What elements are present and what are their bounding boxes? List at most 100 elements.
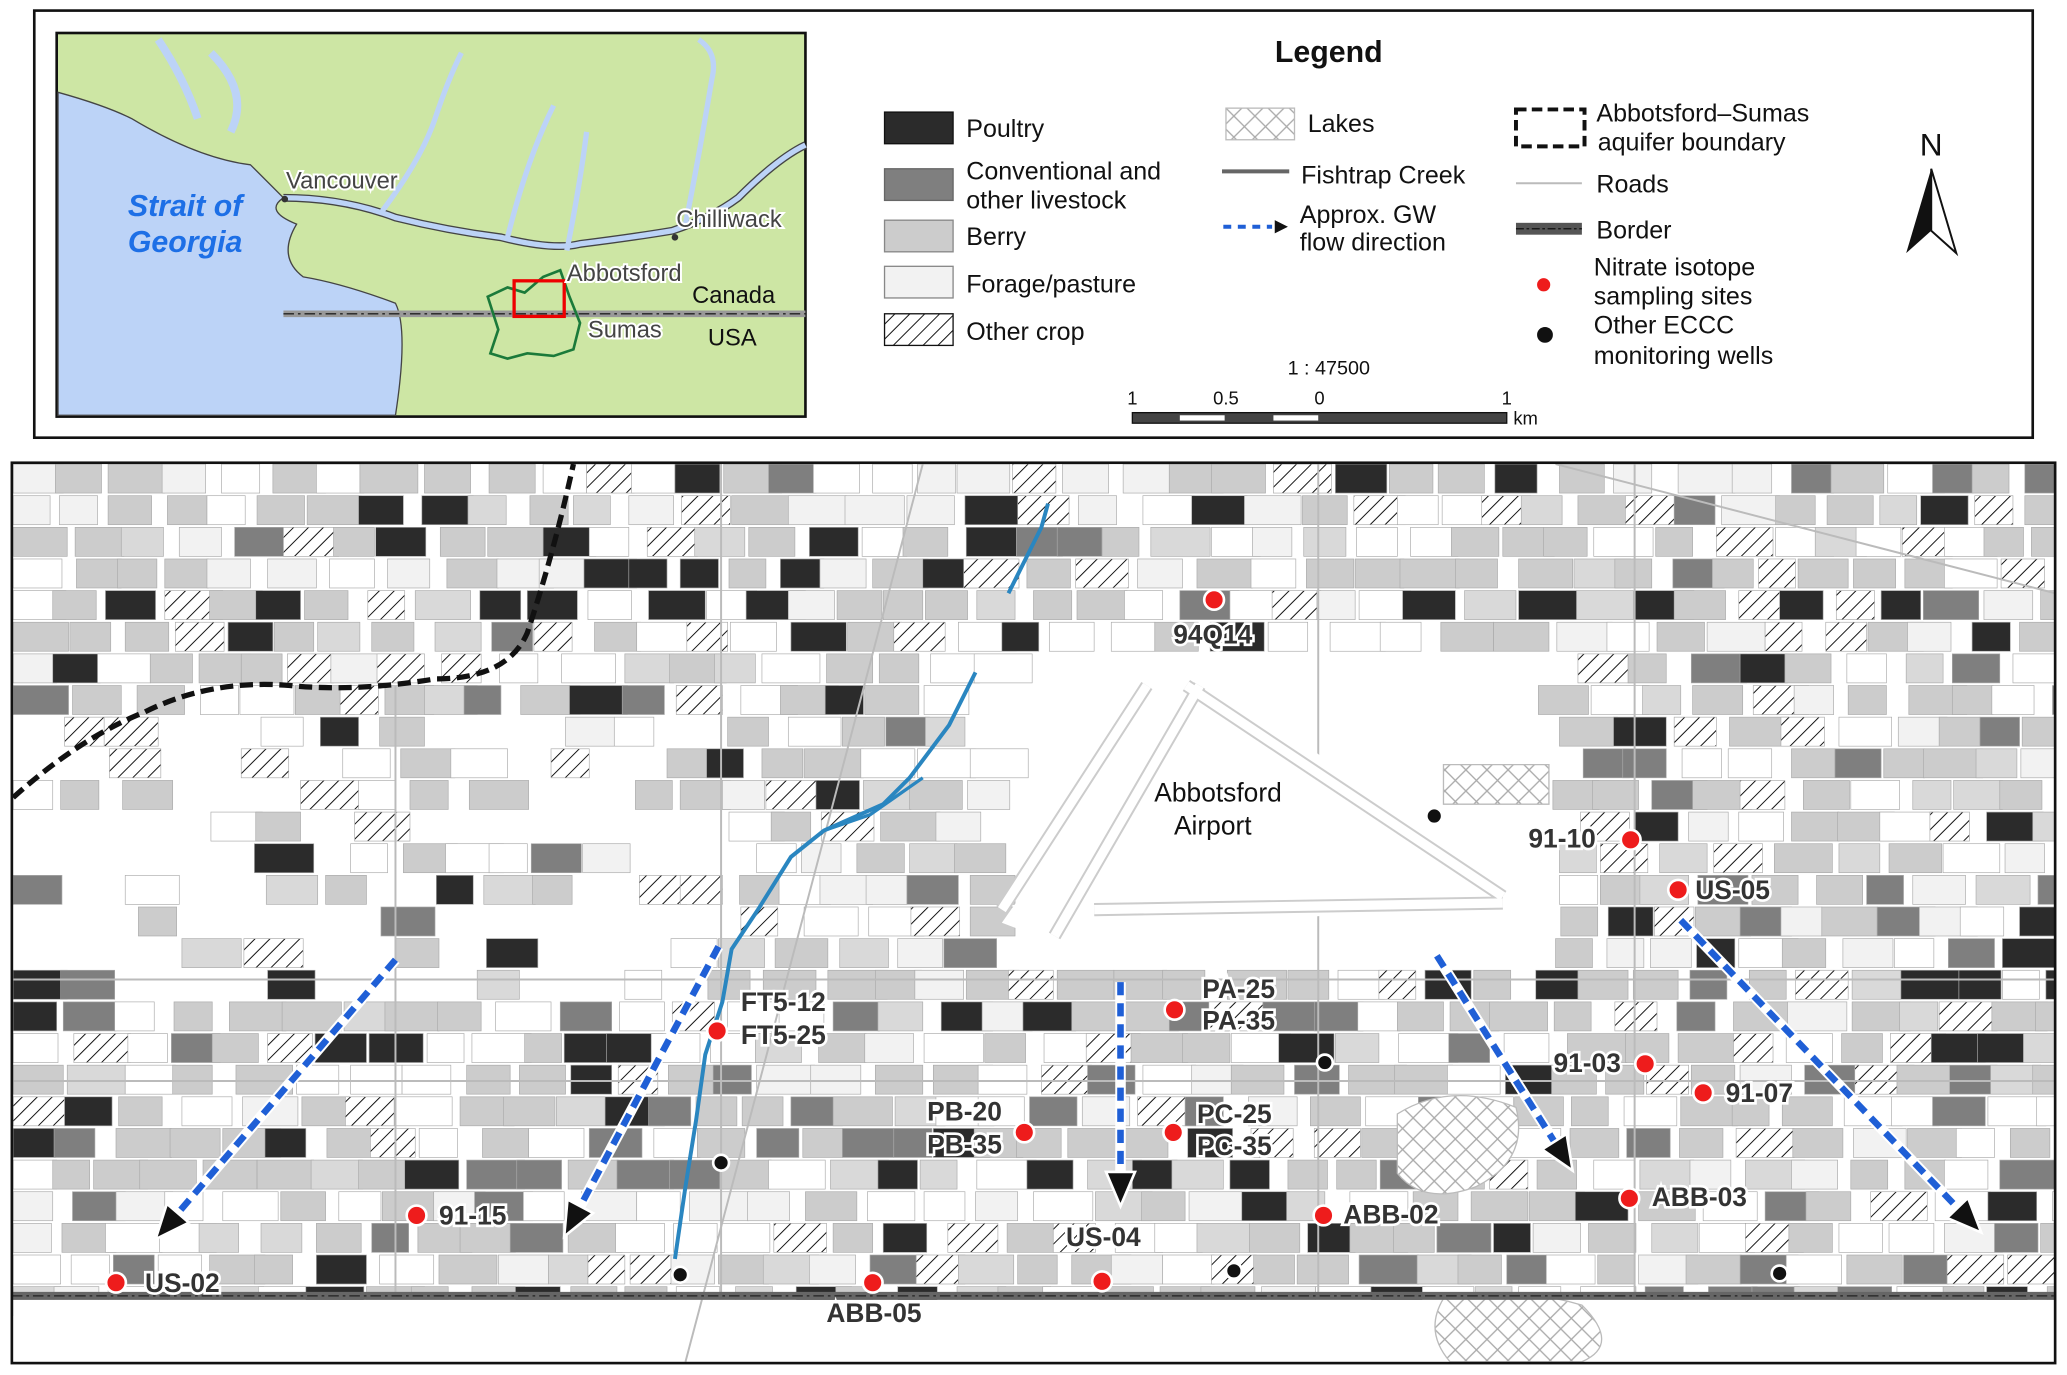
parcel: [1791, 463, 1835, 494]
sampling-site-marker[interactable]: [104, 1271, 128, 1294]
parcel: [1866, 875, 1904, 905]
parcel: [748, 527, 796, 557]
parcel: [482, 1128, 529, 1158]
parcel: [64, 1096, 113, 1127]
sampling-site-marker[interactable]: [1162, 1121, 1185, 1144]
parcel: [1493, 1223, 1531, 1253]
parcel: [1182, 1033, 1231, 1063]
parcel: [1006, 1223, 1054, 1253]
parcel: [1632, 969, 1679, 1000]
legend-label: Forage/pasture: [966, 271, 1136, 299]
sampling-site[interactable]: ABB-05: [824, 1271, 924, 1331]
parcel: [1071, 1001, 1117, 1032]
sampling-site[interactable]: US-04: [1063, 1219, 1144, 1293]
parcel: [329, 558, 375, 589]
scale-bar: [1131, 411, 1508, 424]
parcel: [1110, 1254, 1164, 1285]
sampling-site-marker[interactable]: [1619, 828, 1642, 851]
sampling-site-marker[interactable]: [1163, 998, 1186, 1022]
parcel: [12, 1128, 56, 1158]
parcel: [1141, 1191, 1186, 1222]
parcel: [330, 653, 386, 684]
parcel: [695, 1096, 738, 1127]
parcel: [1677, 463, 1736, 494]
parcel: [1132, 1159, 1178, 1190]
parcel: [878, 653, 920, 684]
sampling-site[interactable]: 91-03: [1551, 1045, 1657, 1080]
parcel: [586, 463, 635, 494]
parcel: [885, 716, 930, 747]
parcel: [409, 780, 449, 810]
parcel: [1793, 685, 1835, 715]
sampling-site-marker[interactable]: [1618, 1187, 1641, 1210]
sampling-site[interactable]: 91-10: [1526, 821, 1642, 856]
inset-water-label: Georgia: [128, 226, 243, 259]
sampling-site-marker[interactable]: [1691, 1081, 1715, 1105]
parcel: [867, 1191, 916, 1222]
parcel: [1296, 1254, 1349, 1285]
sampling-site-marker[interactable]: [861, 1271, 884, 1294]
parcel: [1357, 1001, 1401, 1032]
monitoring-well-marker: [1224, 1261, 1244, 1281]
parcel: [12, 463, 64, 494]
sampling-site-marker[interactable]: [405, 1204, 428, 1227]
parcel: [906, 875, 959, 905]
sampling-site[interactable]: ABB-03: [1618, 1180, 1750, 1215]
parcel: [52, 1159, 90, 1190]
parcel: [1154, 621, 1199, 652]
sampling-site-marker[interactable]: [1202, 588, 1226, 612]
parcel: [1208, 1001, 1265, 1032]
sampling-site[interactable]: 91-15: [405, 1198, 509, 1233]
airport-label: Airport: [1174, 810, 1252, 840]
parcel: [476, 969, 520, 1000]
parcel: [1593, 1159, 1635, 1190]
sampling-site[interactable]: 94Q14: [1171, 588, 1255, 652]
parcel: [287, 653, 334, 684]
parcel: [570, 1064, 612, 1095]
parcel: [874, 969, 922, 1000]
parcel: [1543, 527, 1588, 557]
sampling-site[interactable]: US-05: [1666, 872, 1773, 908]
legend: Legend Poultry Conventional and other li…: [883, 36, 1959, 429]
parcel: [1838, 716, 1893, 747]
sampling-site[interactable]: ABB-02: [1312, 1197, 1441, 1232]
sampling-site-marker[interactable]: [1312, 1204, 1335, 1227]
parcel: [935, 811, 982, 842]
parcel: [1397, 495, 1439, 526]
parcel: [2045, 969, 2056, 1000]
sampling-site[interactable]: 91-07: [1691, 1075, 1796, 1111]
parcel: [615, 1223, 665, 1253]
parcel: [1033, 1191, 1094, 1222]
sampling-site-marker[interactable]: [1666, 878, 1690, 902]
parcel: [1958, 969, 2002, 1000]
parcel: [877, 1001, 924, 1032]
parcel: [1244, 495, 1302, 526]
parcel: [844, 495, 905, 526]
sampling-site-marker[interactable]: [1633, 1052, 1657, 1076]
parcel: [819, 875, 874, 905]
legend-label: Lakes: [1308, 110, 1375, 138]
parcel: [345, 1096, 395, 1127]
site-label: US-02: [145, 1268, 220, 1298]
parcel: [105, 1223, 163, 1253]
parcel: [813, 463, 860, 494]
sampling-site-marker[interactable]: [1090, 1270, 1114, 1293]
parcel: [1816, 875, 1864, 905]
parcel: [320, 716, 359, 747]
parcel: [1041, 1064, 1092, 1095]
parcel: [256, 1159, 315, 1190]
legend-swatch-monitoring-well: [1537, 326, 1553, 343]
parcel: [1731, 463, 1773, 494]
parcel: [1577, 495, 1633, 526]
parcel: [1656, 621, 1705, 652]
inset-city-sumas: Sumas: [588, 318, 662, 344]
parcel: [1951, 685, 1994, 715]
parcel: [1122, 1128, 1169, 1158]
sampling-site[interactable]: US-02: [104, 1265, 222, 1301]
sampling-site-marker[interactable]: [705, 1019, 729, 1043]
sampling-site-marker[interactable]: [1013, 1121, 1036, 1144]
